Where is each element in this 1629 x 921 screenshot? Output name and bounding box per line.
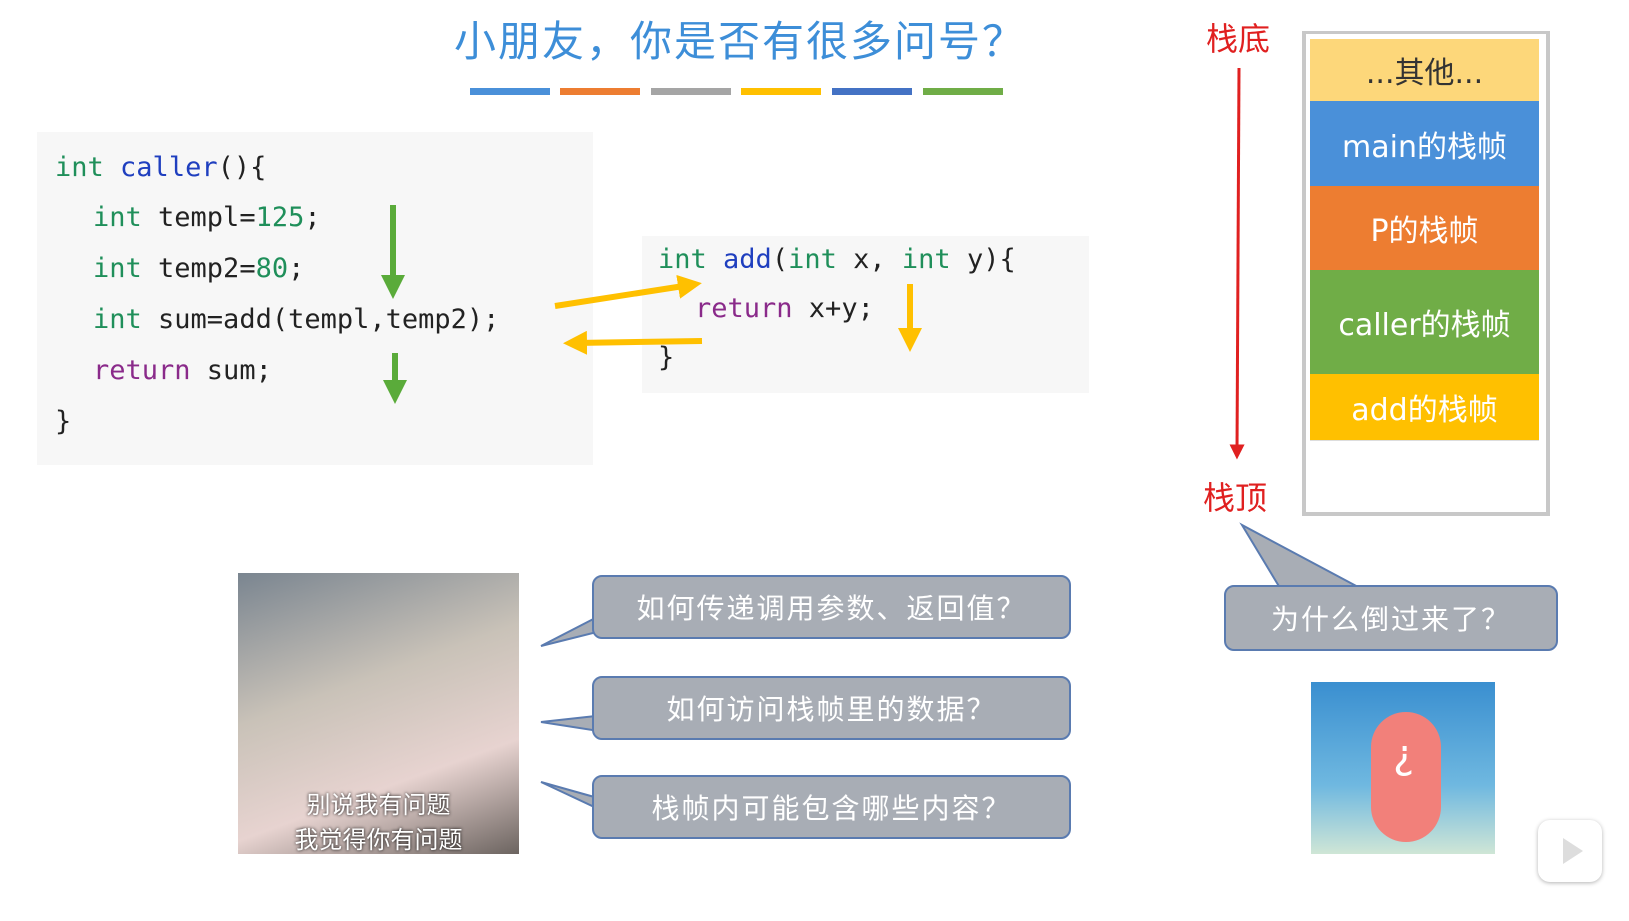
red-arrow [1229, 67, 1245, 460]
caller-code-block: int caller(){ int templ=125; int temp2=8… [37, 132, 593, 465]
code: x+y; [792, 293, 874, 324]
question-bubble: 为什么倒过来了？ [1224, 585, 1558, 651]
color-bar [560, 88, 640, 95]
color-bar [651, 88, 731, 95]
fn: add [723, 244, 772, 275]
stack-frame-caller: caller的栈帧 [1310, 270, 1539, 375]
kw: int [658, 244, 707, 275]
num: 125 [255, 202, 305, 233]
stack-top-label: 栈顶 [1203, 479, 1268, 517]
question-bubble: 如何访问栈帧里的数据？ [592, 676, 1071, 740]
photo-caption: 别说我有问题 [306, 791, 451, 819]
color-bar [832, 88, 912, 95]
code: ; [288, 253, 305, 284]
code: sum=add(templ,temp2); [141, 304, 500, 335]
photo-caption: 我觉得你有问题 [294, 826, 463, 854]
question-bubble: 栈帧内可能包含哪些内容？ [592, 775, 1071, 839]
color-bar [741, 88, 821, 95]
play-icon [1563, 838, 1583, 864]
code: temp2= [141, 253, 256, 284]
code: sum; [190, 355, 272, 386]
question-bubble: 如何传递调用参数、返回值？ [592, 575, 1071, 639]
color-bar [470, 88, 550, 95]
kw: int [55, 152, 104, 183]
code: x, [836, 244, 902, 275]
kw: return [93, 355, 191, 386]
code: y){ [950, 244, 1016, 275]
code: } [55, 406, 72, 437]
kw: int [788, 244, 837, 275]
fn: caller [120, 152, 218, 183]
bubble-tail [1239, 522, 1361, 589]
yellow-arrow [563, 330, 703, 355]
slide-title: 小朋友，你是否有很多问号？ [453, 17, 1026, 66]
stack-frame-p: P的栈帧 [1310, 186, 1539, 271]
kw: int [93, 304, 142, 335]
code: templ= [141, 202, 256, 233]
play-button[interactable] [1538, 820, 1602, 882]
stack-frame-add: add的栈帧 [1310, 374, 1539, 441]
code: ( [771, 244, 789, 275]
code: (){ [217, 152, 267, 183]
stack-frame-main: main的栈帧 [1310, 101, 1539, 187]
kw: int [901, 244, 951, 275]
color-bar [923, 88, 1003, 95]
patrick-figure [1371, 712, 1441, 842]
num: 80 [255, 253, 289, 284]
stack-bottom-label: 栈底 [1206, 20, 1271, 58]
patrick-question-mark: ¿ [1393, 732, 1415, 778]
add-code-block: int add(int x, int y){ return x+y; } [642, 236, 1089, 393]
stack-frame-other: ...其他... [1310, 39, 1539, 102]
patrick-image: ¿ [1311, 682, 1495, 854]
meme-photo: 别说我有问题 我觉得你有问题 [238, 573, 519, 854]
kw: return [695, 293, 793, 324]
code: ; [304, 202, 321, 233]
yellow-arrow [554, 274, 702, 309]
code: } [658, 342, 675, 373]
kw: int [93, 202, 142, 233]
kw: int [93, 253, 142, 284]
